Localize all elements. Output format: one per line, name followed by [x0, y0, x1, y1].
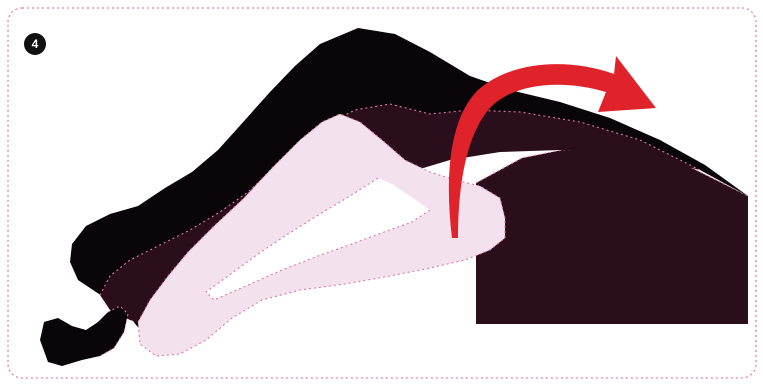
dark-hand: [40, 306, 128, 366]
bench-block: [476, 150, 748, 324]
step-number-badge: 4: [24, 33, 46, 55]
